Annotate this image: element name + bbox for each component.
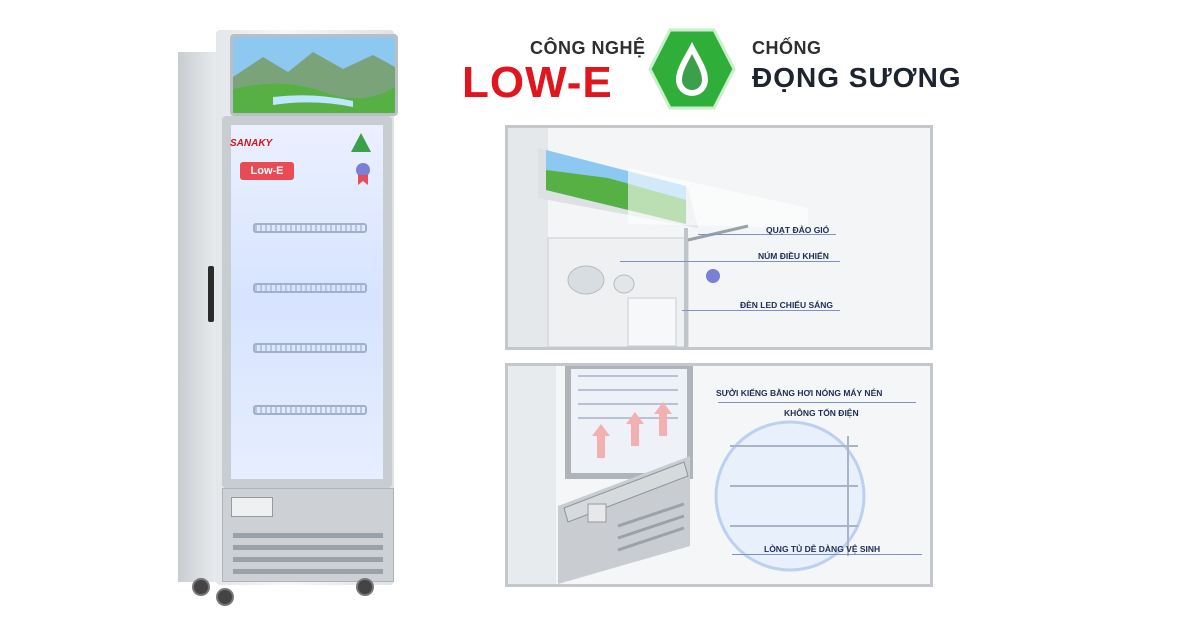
leader-line (732, 554, 922, 555)
wheel (356, 578, 374, 596)
title-low-e: LOW-E (462, 58, 613, 107)
leader-line (698, 234, 836, 235)
callout-glass-heater: SƯỞI KIẾNG BẰNG HƠI NÓNG MÁY NÉN (716, 388, 883, 398)
detail-panel-top: QUẠT ĐẢO GIÓ NÚM ĐIỀU KHIỂN ĐÈN LED CHIẾ… (505, 125, 933, 350)
leader-line (682, 310, 840, 311)
lowe-badge: Low-E (240, 162, 294, 180)
vent-slat (233, 533, 383, 538)
wheel (192, 578, 210, 596)
title-dong-suong: ĐỌNG SƯƠNG (752, 62, 962, 93)
fridge-interior-top-illustration (508, 128, 930, 347)
fridge-top-landscape-panel (230, 34, 398, 116)
refrigerator-image: SANAKY Low-E (178, 30, 400, 606)
detail-panel-bottom: SƯỞI KIẾNG BẰNG HƠI NÓNG MÁY NÉN KHÔNG T… (505, 363, 933, 587)
door-handle (208, 266, 214, 322)
vent-slat (233, 545, 383, 550)
award-ribbon-icon (356, 163, 370, 185)
product-label (231, 497, 273, 517)
callout-control-knob: NÚM ĐIỀU KHIỂN (758, 251, 829, 261)
vent-slat (233, 569, 383, 574)
leader-line (620, 261, 840, 262)
shelf (253, 223, 367, 233)
title-chong: CHỐNG (752, 38, 822, 58)
heat-arrow-up-icon (626, 412, 644, 446)
callout-no-power: KHÔNG TỐN ĐIỆN (784, 408, 859, 418)
wheel (216, 588, 234, 606)
title-cong-nghe: CÔNG NGHỆ (530, 38, 646, 58)
vent-slat (233, 557, 383, 562)
callout-easy-clean: LÒNG TỦ DỄ DÀNG VỆ SINH (764, 544, 881, 554)
leader-line (718, 402, 916, 403)
heat-arrow-up-icon (592, 424, 610, 458)
fridge-bottom-grille (222, 488, 394, 582)
callout-led-light: ĐÈN LED CHIẾU SÁNG (740, 300, 834, 310)
shelf (253, 283, 367, 293)
shelf (253, 405, 367, 415)
callout-fan: QUẠT ĐẢO GIÓ (766, 225, 830, 235)
water-drop-icon (648, 28, 736, 110)
brand-logo: SANAKY (230, 138, 273, 149)
shelf (253, 343, 367, 353)
certification-icon (351, 133, 371, 152)
heat-arrow-up-icon (654, 402, 672, 436)
